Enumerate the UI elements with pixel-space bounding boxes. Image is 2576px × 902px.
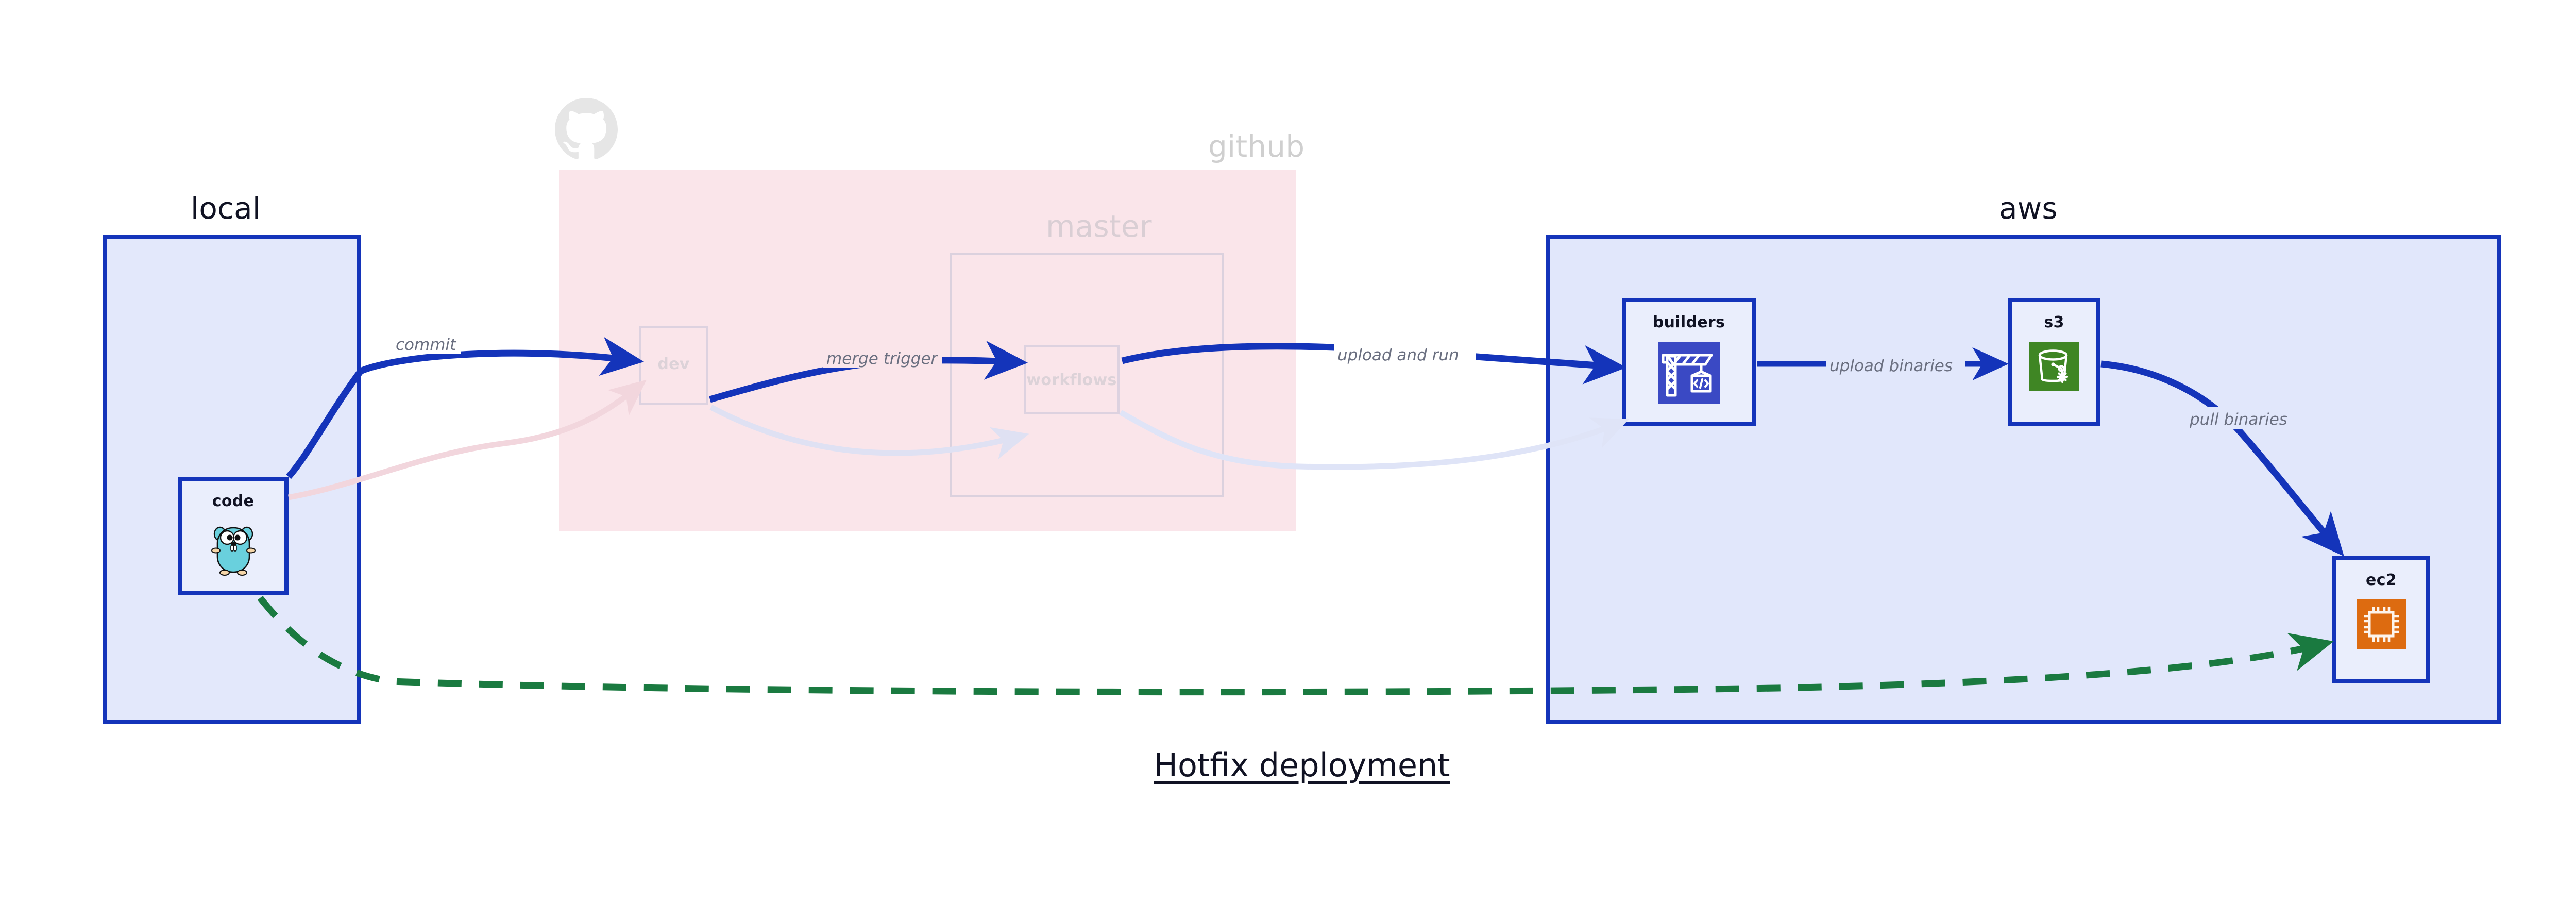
aws-s3-bucket-icon [2029, 342, 2079, 391]
node-s3-label: s3 [2044, 313, 2064, 331]
edge-label-commit: commit [396, 336, 457, 354]
group-label-github: github [1208, 129, 1305, 164]
aws-crane-code-icon [1658, 342, 1720, 404]
node-ec2-label: ec2 [2366, 571, 2397, 589]
node-s3[interactable]: s3 [2008, 298, 2100, 426]
subgroup-label-master: master [1046, 209, 1152, 244]
node-workflows[interactable]: workflows [1024, 345, 1120, 414]
node-dev-label: dev [657, 355, 690, 373]
node-dev[interactable]: dev [639, 326, 708, 405]
aws-ec2-cpu-icon [2357, 599, 2406, 649]
edge-label-upload-and-run: upload and run [1337, 346, 1459, 364]
node-workflows-label: workflows [1026, 371, 1117, 389]
github-octocat-icon [555, 98, 618, 161]
node-code-label: code [212, 492, 255, 510]
node-builders-label: builders [1652, 313, 1725, 331]
diagram-caption: Hotfix deployment [1154, 746, 1450, 784]
group-label-local: local [191, 191, 261, 226]
go-gopher-icon [209, 521, 258, 577]
node-builders[interactable]: builders [1622, 298, 1756, 426]
node-ec2[interactable]: ec2 [2332, 556, 2430, 683]
group-label-aws: aws [1999, 191, 2058, 226]
node-code[interactable]: code [178, 477, 289, 595]
